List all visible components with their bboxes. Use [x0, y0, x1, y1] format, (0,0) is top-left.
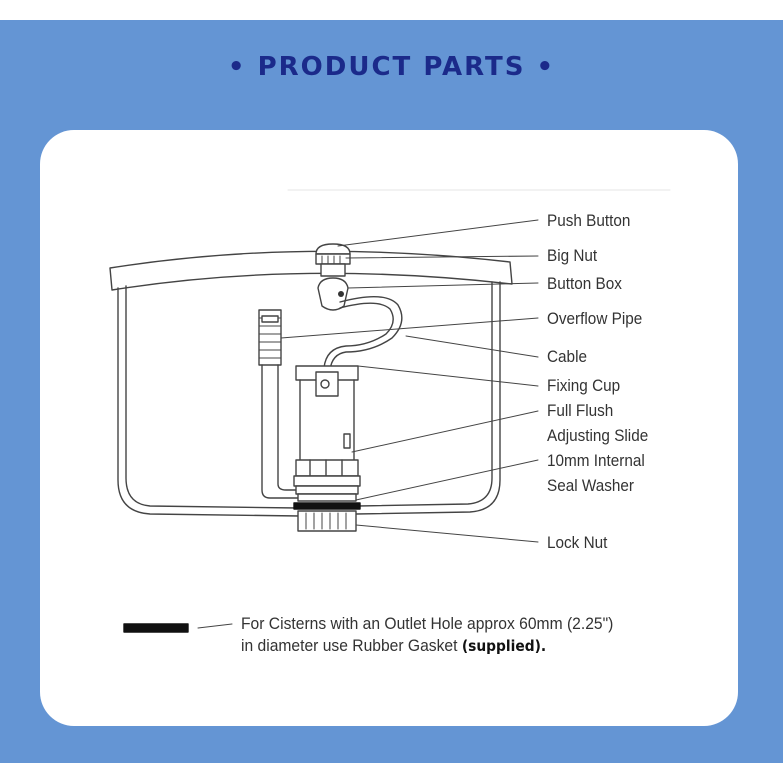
cistern-tank	[109, 250, 513, 517]
overflow-pipe-part	[258, 309, 301, 499]
note-line-2: in diameter use Rubber Gasket (supplied)…	[241, 635, 613, 657]
label-fixing-cup: Fixing Cup	[547, 376, 621, 395]
note-line-2-text: in diameter use Rubber Gasket	[241, 636, 462, 655]
label-lock-nut: Lock Nut	[547, 533, 608, 552]
note-emphasis: (supplied).	[461, 637, 547, 655]
cable-part	[323, 296, 403, 379]
note-line-1: For Cisterns with an Outlet Hole approx …	[241, 614, 614, 633]
button-assembly	[315, 243, 351, 311]
gasket-note: For Cisterns with an Outlet Hole approx …	[241, 613, 613, 657]
label-internal-seal: 10mm Internal	[547, 451, 645, 470]
label-seal-washer: Seal Washer	[547, 476, 635, 495]
label-big-nut: Big Nut	[547, 246, 598, 265]
label-full-flush: Full Flush	[547, 401, 614, 420]
leader-lines	[280, 219, 539, 543]
label-button-box: Button Box	[547, 274, 622, 293]
label-adjusting-slide: Adjusting Slide	[547, 426, 649, 445]
page-title: • PRODUCT PARTS •	[227, 52, 556, 82]
flush-valve	[293, 365, 361, 532]
label-overflow-pipe: Overflow Pipe	[547, 309, 643, 328]
label-push-button: Push Button	[547, 211, 631, 230]
label-cable: Cable	[547, 347, 587, 366]
rubber-gasket	[123, 623, 233, 633]
